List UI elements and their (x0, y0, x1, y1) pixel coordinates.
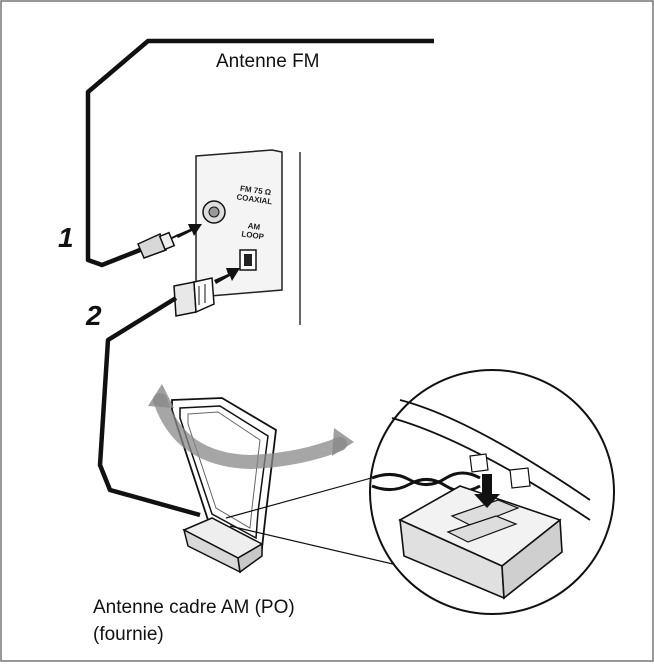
am-connector (173, 277, 215, 317)
am-loop-socket (239, 249, 257, 271)
am-insert-arrow (214, 268, 240, 284)
am-antenna-label-line2: (fournie) (93, 624, 164, 645)
zoom-line-bottom (229, 525, 411, 569)
fm-antenna-wire (85, 38, 434, 268)
rotation-arrow (148, 384, 354, 470)
am-terminal-label: AM LOOP (241, 221, 266, 241)
fm-insert-arrow (176, 224, 202, 238)
down-arrow-icon (474, 474, 500, 508)
am-antenna-wire (97, 296, 201, 518)
am-loop-antenna (171, 397, 277, 574)
fm-coaxial-socket (202, 200, 226, 224)
zoom-detail (369, 369, 615, 615)
step-1-number: 1 (58, 222, 74, 253)
am-antenna-label-line1: Antenne cadre AM (PO) (93, 597, 295, 618)
step-2-number: 2 (86, 300, 102, 331)
fm-plug (137, 231, 179, 259)
fm-antenna-label: Antenne FM (216, 51, 320, 72)
